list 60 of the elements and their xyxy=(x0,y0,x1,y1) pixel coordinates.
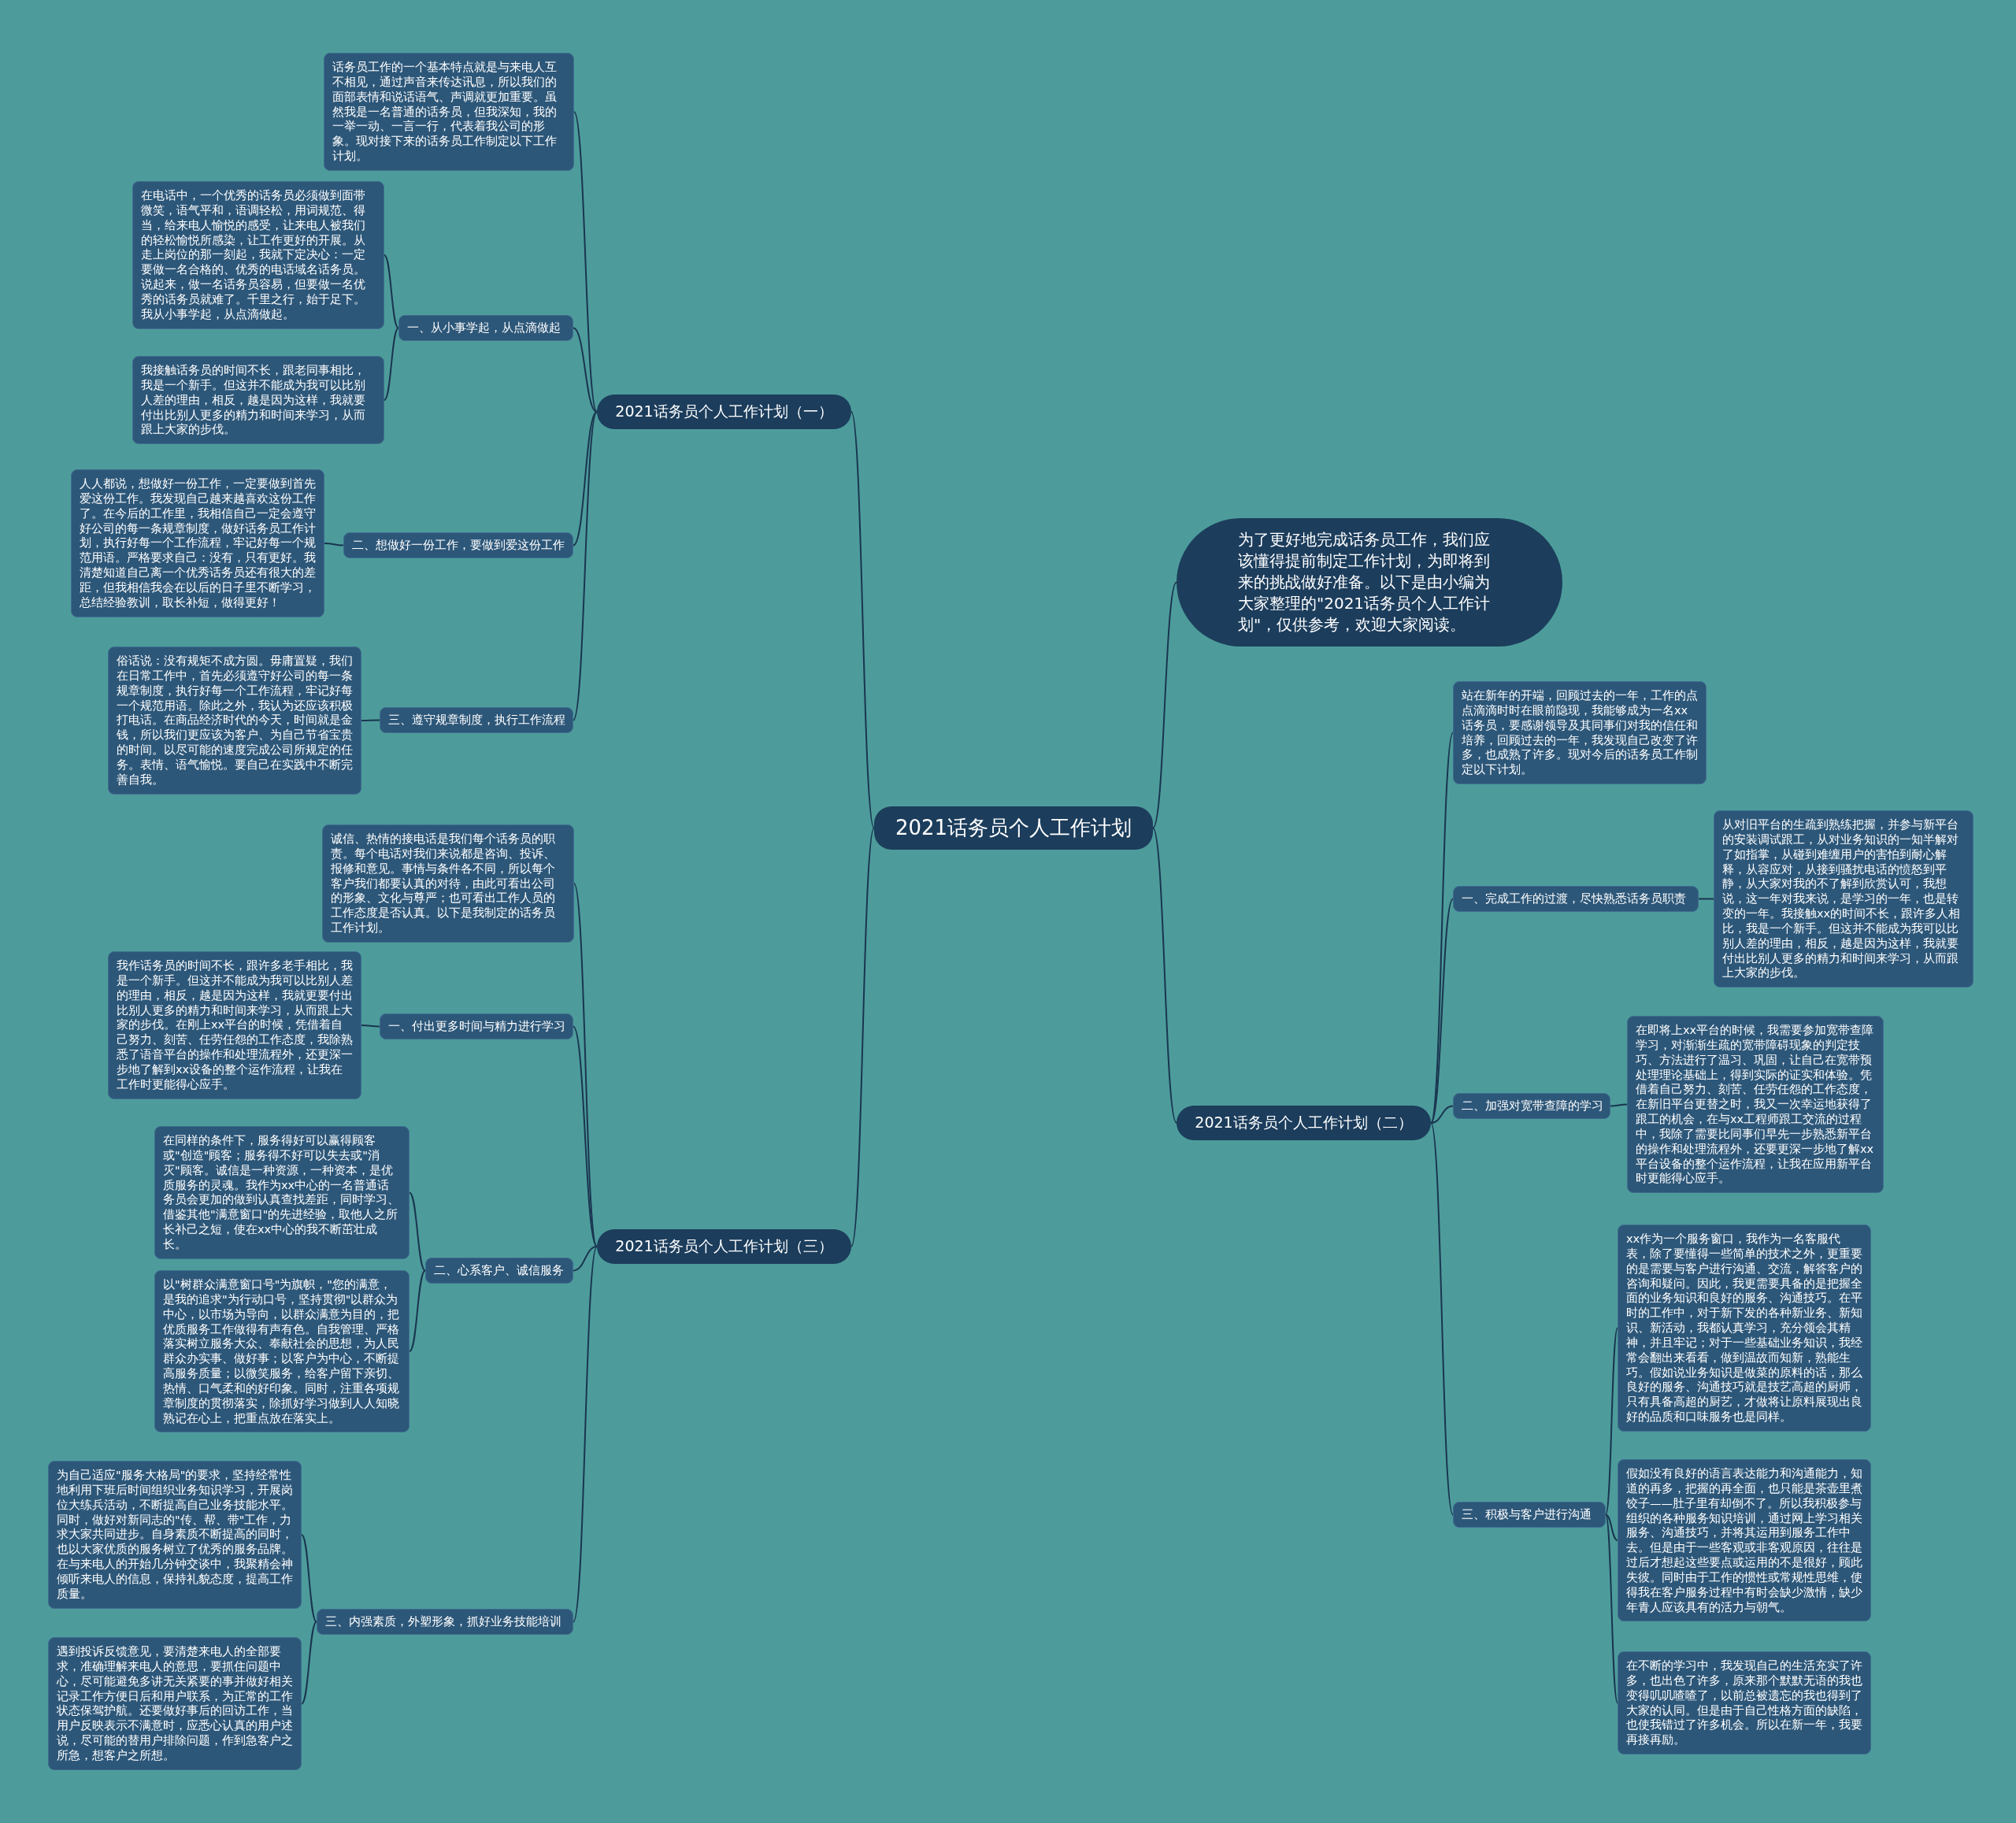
connector-line xyxy=(1698,898,1714,900)
text-card: 在电话中，一个优秀的话务员必须做到面带微笑，语气平和，语调轻松，用词规范、得当，给来电人愉悦的感受，让来电人被我们的轻松愉悦所感染，让工作更好的开展。从走上岗位的那一刻起，我就下定决心：一定要做一名合格的、优秀的电话域名话务员。说起来，做一名话务员容易，但要做一名优秀的话务员就难了。千里之行，始于足下。我从小事学起，从点滴做起。 xyxy=(132,181,384,329)
connector-line xyxy=(1430,898,1454,1124)
connector-line xyxy=(850,827,875,1247)
connector-line xyxy=(1430,1122,1454,1516)
text-card: 人人都说，想做好一份工作，一定要做到首先爱这份工作。我发现自己越来越喜欢这份工作了。在今后的工作里，我相信自己一定会遵守好公司的每一条规章制度，做好话务员工作计划，执行好每一个工作流程，牢记好每一个规范用语。严格要求自己：没有，只有更好。我清楚知道自己离一个优秀话务员还有很大的差距，但我相信我会在以后的日子里不断学习，总结经验教训，取长补短，做得更好！ xyxy=(71,469,324,617)
connector-line xyxy=(301,1621,317,1705)
subtopic: 一、付出更多时间与精力进行学习 xyxy=(380,1013,573,1039)
connector-line xyxy=(1152,581,1177,829)
text-card: 在同样的条件下，服务得好可以赢得顾客或"创造"顾客；服务得不好可以失去或"消灭"顾客。诚信是一种资源，一种资本，是优质服务的灵魂。我作为xx中心的一名普通话务员会更加的做到认真查找差距，同时学习、借鉴其他"满意窗口"的先进经验，取他人之所长补己之短，使在xx中心的我不断茁壮成长。 xyxy=(154,1126,410,1259)
text-card: 话务员工作的一个基本特点就是与来电人互不相见，通过声音来传达讯息，所以我们的面部表情和说话语气、声调就更加重要。虽然我是一名普通的话务员，但我深知，我的一举一动、一言一行，代表着我公司的形象。现对接下来的话务员工作制定以下工作计划。 xyxy=(324,53,574,171)
subtopic: 二、加强对宽带查障的学习 xyxy=(1453,1093,1610,1119)
text-card: 为自己适应"服务大格局"的要求，坚持经常性地利用下班后时间组织业务知识学习，开展岗位大练兵活动，不断提高自己业务技能水平。同时，做好对新同志的"传、帮、带"工作，力求大家共同进步。自身素质不断提高的同时，也以大家优质的服务树立了优秀的服务品牌。在与来电人的开始几分钟交谈中，我聚精会神倾听来电人的信息，保持礼貌态度，提高工作质量。 xyxy=(48,1461,302,1609)
connector-line xyxy=(573,1025,598,1247)
connector-line xyxy=(573,411,598,721)
text-card: 假如没有良好的语言表达能力和沟通能力，知道的再多，把握的再全面，也只能是茶壶里煮饺子——肚子里有却倒不了。所以我积极参与组织的各种服务知识培训，通过网上学习相关服务、沟通技巧，并将其运用到服务工作中去。但是由于一些客观或非客观原因，往往是过后才想起这些要点或运用的不是很好，顾此失彼。同时由于工作的惯性或常规性思维，使得我在客户服务过程中有时会缺少激情，缺少年青人应该具有的活力与朝气。 xyxy=(1618,1459,1871,1622)
text-card: 从对旧平台的生疏到熟练把握，并参与新平台的安装调试跟工，从对业务知识的一知半解对了如指掌，从碰到难缠用户的害怕到耐心解释，从容应对，从接到骚扰电话的愤怒到平静，从大家对我的不了解到欣赏认可，我想说，这一年对我来说，是学习的一年，也是转变的一年。我接触xx的时间不长，跟许多人相比，我是一个新手。但这并不能成为我可以比别人差的理由，相反，越是因为这样，我就要付出比别人更多的精力和时间来学习，从而跟上大家的步伐。 xyxy=(1714,810,1973,988)
text-card: 站在新年的开端，回顾过去的一年，工作的点点滴滴时时在眼前隐现，我能够成为一名xx话务员，要感谢领导及其同事们对我的信任和培养，回顾过去的一年，我发现自己改变了许多，也成熟了许多。现对今后的话务员工作制定以下计划。 xyxy=(1453,681,1707,785)
connector-line xyxy=(573,411,598,547)
connector-line xyxy=(324,543,344,547)
connector-line xyxy=(850,411,875,829)
text-card: 遇到投诉反馈意见，要清楚来电人的全部要求，准确理解来电人的意思，要抓住问题中心，尽可能避免多讲无关紧要的事并做好相关记录工作方便日后和用户联系，为正常的工作状态保驾护航。还要做好事后的回访工作，当用户反映表示不满意时，应悉心认真的用户述说，尽可能的替用户排除问题，作到急客户之所急，想客户之所想。 xyxy=(48,1637,302,1770)
connector-line xyxy=(1605,1514,1618,1541)
subtopic: 二、想做好一份工作，要做到爱这份工作 xyxy=(343,532,573,558)
connector-line xyxy=(573,111,598,413)
branch-topic: 2021话务员个人工作计划（二） xyxy=(1177,1106,1431,1140)
text-card: 在即将上xx平台的时候，我需要参加宽带查障学习，对渐渐生疏的宽带障碍现象的判定技巧、方法进行了温习、巩固，让自己在宽带预处理理论基础上，得到实际的证实和体验。凭借着自己努力、刻苦、任劳任怨的工作态度，在新旧平台更替之时，我又一次幸运地获得了跟工的机会，在与xx工程师跟工交流的过程中，我除了需要比同事们早先一步熟悉新平台的操作和处理流程外，还要更深一步地了解xx平台设备的整个运作流程，让我在应用新平台时更能得心应手。 xyxy=(1627,1016,1884,1194)
connector-line xyxy=(1152,827,1177,1124)
connector-line xyxy=(573,883,598,1247)
subtopic: 一、从小事学起，从点滴做起 xyxy=(398,315,573,341)
branch-topic: 2021话务员个人工作计划（三） xyxy=(597,1229,851,1264)
connector-line xyxy=(409,1191,426,1272)
connector-line xyxy=(301,1534,317,1623)
text-card: 在不断的学习中，我发现自己的生活充实了许多，也出色了许多，原来那个默默无语的我也变得叽叽喳喳了，以前总被遗忘的我也得到了大家的认同。但是由于自己性格方面的缺陷，也使我错过了许多机会。所以在新一年，我要再接再励。 xyxy=(1618,1651,1871,1755)
text-card: 我接触话务员的时间不长，跟老同事相比，我是一个新手。但这并不能成为我可以比别人差的理由，相反，越是因为这样，我就要付出比别人更多的精力和时间来学习，从而跟上大家的步伐。 xyxy=(132,356,384,445)
connector-line xyxy=(1605,1327,1618,1516)
subtopic: 二、心系客户、诚信服务 xyxy=(425,1258,573,1284)
connector-line xyxy=(384,327,399,401)
connector-line xyxy=(361,719,380,721)
connector-line xyxy=(384,254,399,329)
subtopic: 三、遵守规章制度，执行工作流程 xyxy=(380,707,573,733)
connector-line xyxy=(573,1246,598,1623)
central-topic: 2021话务员个人工作计划 xyxy=(874,806,1153,850)
connector-line xyxy=(361,1025,380,1028)
text-card: 我作话务员的时间不长，跟许多老手相比，我是一个新手。但这并不能成为我可以比别人差的理由，相反，越是因为这样，我就更要付出比别人更多的精力和时间来学习，从而跟上大家的步伐。在刚上xx平台的时候，凭借着自己努力、刻苦、任劳任怨的工作态度，我除熟悉了语音平台的操作和处理流程外，还更深一步地了解到xx设备的整个运作流程，让我在工作时更能得心应手。 xyxy=(108,951,361,1099)
subtopic: 三、内强素质，外塑形象，抓好业务技能培训 xyxy=(317,1609,573,1635)
connector-line xyxy=(1605,1514,1618,1704)
branch-topic: 2021话务员个人工作计划（一） xyxy=(597,395,851,429)
text-card: 俗话说：没有规矩不成方圆。毋庸置疑，我们在日常工作中，首先必须遵守好公司的每一条规章制度，执行好每一个工作流程，牢记好每一个规范用语。除此之外，我认为还应该积极打电话。在商品经济时代的今天，时间就是金钱，所以我们更应该为客户、为自己节省宝贵的时间。以尽可能的速度完成公司所规定的任务。表情、语气愉悦。要自己在实践中不断完善自我。 xyxy=(108,647,361,795)
connector-line xyxy=(409,1269,426,1352)
subtopic: 三、积极与客户进行沟通 xyxy=(1453,1502,1606,1528)
connector-line xyxy=(1430,1105,1454,1124)
connector-line xyxy=(1610,1103,1628,1107)
connector-line xyxy=(573,1246,598,1272)
text-card: xx作为一个服务窗口，我作为一名客服代表，除了要懂得一些简单的技术之外，更重要的是需要与客户进行沟通、交流，解答客户的咨询和疑问。因此，我更需要具备的是把握全面的业务知识和良好的服务、沟通技巧。在平时的工作中，对于新下发的各种新业务、新知识、新活动，我都认真学习，充分领会其精神，并且牢记；对于一些基础业务知识，我经常会翻出来看看，做到温故而知新，熟能生巧。假如说业务知识是做菜的原料的话，那么良好的服务、沟通技巧就是技艺高超的厨师，只有具备高超的厨艺，才做将让原料展现出良好的品质和口味服务也是同样。 xyxy=(1618,1225,1871,1432)
text-card: 诚信、热情的接电话是我们每个话务员的职责。每个电话对我们来说都是咨询、投诉、报修和意见。事情与条件各不同，所以每个客户我们都要认真的对待，由此可看出公司的形象、文化与尊严；也可看出工作人员的工作态度是否认真。以下是我制定的话务员工作计划。 xyxy=(322,824,574,943)
intro-bubble: 为了更好地完成话务员工作，我们应该懂得提前制定工作计划，为即将到来的挑战做好准备。以下是由小编为大家整理的"2021话务员个人工作计划"，仅供参考，欢迎大家阅读。 xyxy=(1177,518,1562,647)
connector-line xyxy=(573,327,598,413)
subtopic: 一、完成工作的过渡，尽快熟悉话务员职责 xyxy=(1453,886,1699,912)
text-card: 以"树群众满意窗口号"为旗帜，"您的满意，是我的追求"为行动口号，坚持贯彻"以群众为中心，以市场为导向，以群众满意为目的，把优质服务工作做得有声有色。自我管理、严格落实树立服务大众、奉献社会的思想，为人民群众办实事、做好事；以客户为中心，不断提高服务质量；以微笑服务，给客户留下亲切、热情、口气柔和的好印象。同时，注重各项规章制度的贯彻落实，除抓好学习做到人人知晓熟记在心上，把重点放在落实上。 xyxy=(154,1270,410,1433)
